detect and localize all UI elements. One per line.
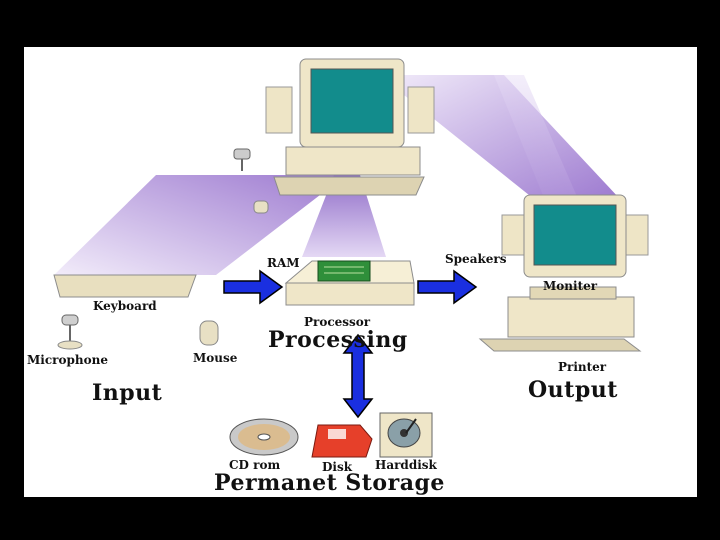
processing-storage-arrow — [342, 333, 374, 419]
mouse-label: Mouse — [193, 351, 238, 365]
speaker-icon — [265, 86, 293, 134]
printer-label: Printer — [558, 360, 607, 374]
system-unit-icon — [285, 146, 421, 176]
floppy-disk-icon — [311, 424, 373, 458]
harddisk-label: Harddisk — [375, 458, 437, 472]
system-unit-icon — [285, 282, 415, 306]
computer-icon — [233, 58, 435, 214]
harddisk-icon — [379, 412, 433, 458]
ram-label: RAM — [267, 256, 300, 270]
processor-label: Processor — [304, 315, 371, 329]
permanet-storage-label: Permanet Storage — [214, 470, 445, 496]
output-computer-icon — [478, 194, 649, 352]
mouse-icon — [253, 200, 269, 214]
input-beam — [54, 175, 346, 275]
processor-to-output-arrow — [417, 269, 478, 305]
monitor-screen — [310, 68, 394, 134]
diagram-panel: RAM Speakers Keyboard Moniter Processor … — [24, 47, 697, 497]
input-label: Input — [92, 380, 163, 406]
moniter-label: Moniter — [543, 279, 598, 293]
cd-rom-label: CD rom — [229, 458, 281, 472]
input-to-processor-arrow — [223, 269, 284, 305]
microphone-icon — [233, 148, 251, 160]
cd-icon — [229, 418, 299, 456]
keyboard-label: Keyboard — [93, 299, 157, 313]
disk-label: Disk — [322, 460, 353, 474]
mouse-icon — [199, 320, 219, 346]
speaker-icon — [501, 214, 525, 256]
processing-label: Processing — [268, 327, 408, 353]
computer-system-diagram — [53, 58, 649, 458]
monitor-screen — [533, 204, 617, 266]
speakers-label: Speakers — [445, 252, 507, 266]
speaker-icon — [407, 86, 435, 134]
microphone-label: Microphone — [27, 353, 108, 367]
printer-icon — [507, 296, 635, 338]
speaker-icon — [625, 214, 649, 256]
microphone-icon — [57, 314, 83, 350]
ram-module-icon — [317, 260, 371, 282]
output-label: Output — [528, 377, 618, 403]
keyboard-icon — [53, 274, 197, 298]
processor-unit — [284, 260, 415, 306]
keyboard-icon — [478, 338, 642, 352]
keyboard-icon — [273, 176, 425, 196]
